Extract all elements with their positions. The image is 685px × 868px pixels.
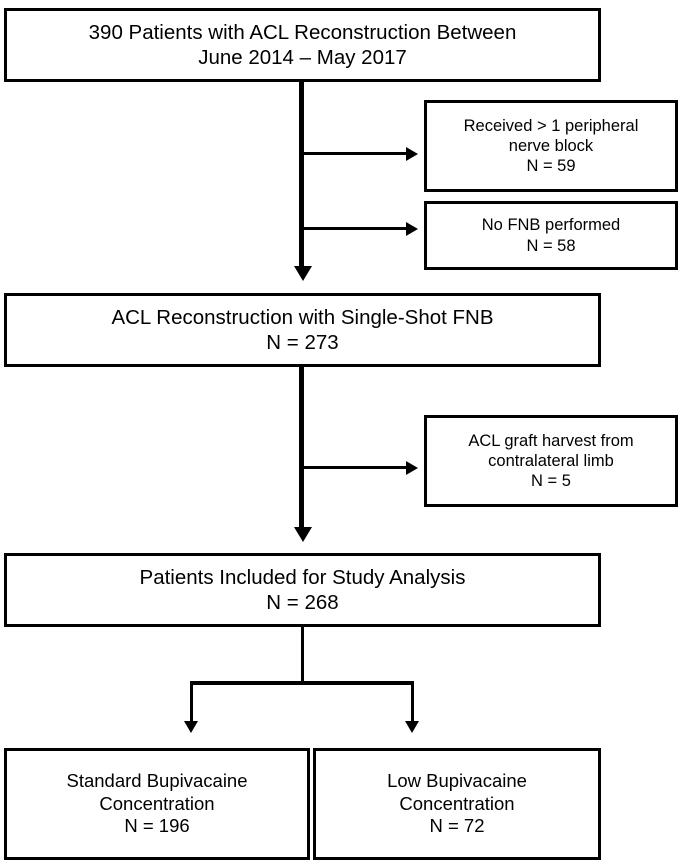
node-group-standard: Standard Bupivacaine Concentration N = 1… [4,748,310,860]
node-excluded-multiblock: Received > 1 peripheral nerve block N = … [424,100,678,192]
split-right-drop [411,681,414,723]
branch-line-multiblock [304,152,409,155]
split-stem [301,627,304,683]
node-single-shot-label: ACL Reconstruction with Single-Shot FNB … [111,306,494,354]
node-excluded-nofnb-label: No FNB performed N = 58 [481,216,621,255]
node-enrolled-label: 390 Patients with ACL Reconstruction Bet… [88,21,517,69]
node-single-shot: ACL Reconstruction with Single-Shot FNB … [4,293,601,367]
node-group-standard-label: Standard Bupivacaine Concentration N = 1… [66,770,248,837]
branch-arrow-multiblock [406,147,418,161]
branch-line-graft [304,466,409,469]
branch-arrow-graft [406,461,418,475]
split-right-arrow [405,721,419,733]
split-left-drop [190,681,193,723]
trunk-line-1 [299,82,304,268]
node-group-low: Low Bupivacaine Concentration N = 72 [313,748,601,860]
node-included: Patients Included for Study Analysis N =… [4,553,601,627]
trunk-arrow-2 [294,527,312,542]
trunk-line-2 [299,367,304,529]
node-excluded-graft: ACL graft harvest from contralateral lim… [424,415,678,507]
split-left-arrow [184,721,198,733]
node-excluded-multiblock-label: Received > 1 peripheral nerve block N = … [463,116,639,176]
node-excluded-nofnb: No FNB performed N = 58 [424,201,678,270]
node-enrolled: 390 Patients with ACL Reconstruction Bet… [4,8,601,82]
node-included-label: Patients Included for Study Analysis N =… [139,566,466,614]
trunk-arrow-1 [294,266,312,281]
split-crossbar [190,681,414,685]
branch-line-nofnb [304,227,409,230]
node-group-low-label: Low Bupivacaine Concentration N = 72 [387,770,527,837]
node-excluded-graft-label: ACL graft harvest from contralateral lim… [468,431,634,491]
branch-arrow-nofnb [406,222,418,236]
